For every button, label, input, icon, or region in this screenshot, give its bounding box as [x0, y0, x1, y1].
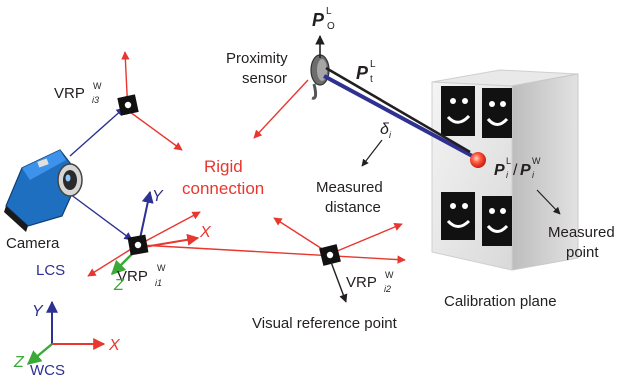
measured-point-label-2: point	[566, 244, 599, 261]
vrp-i3-marker	[117, 94, 139, 116]
svg-text:W: W	[157, 263, 166, 273]
measured-point-label-1: Measured	[548, 224, 615, 241]
measurement-beam	[323, 66, 477, 167]
wcs-axes	[26, 300, 106, 365]
vrp-i2-marker	[319, 244, 341, 266]
vrp-i2-label: VRP	[346, 274, 377, 291]
measured-point-formula: P L i / P W i	[494, 156, 541, 180]
p-o-l-label: P	[312, 10, 325, 30]
lcs-label: LCS	[36, 262, 65, 279]
marker-icon	[482, 88, 512, 138]
rigid-connection-label-1: Rigid	[204, 157, 243, 176]
svg-text:i: i	[506, 170, 509, 180]
svg-text:i: i	[532, 170, 535, 180]
wcs-label: WCS	[30, 362, 65, 379]
svg-text:P: P	[520, 162, 531, 179]
svg-text:W: W	[93, 81, 102, 91]
measured-distance-label-1: Measured	[316, 179, 383, 196]
proximity-sensor-label-1: Proximity	[226, 50, 288, 67]
svg-text:L: L	[370, 59, 376, 70]
svg-text:L: L	[326, 6, 332, 17]
svg-text:/: /	[513, 162, 518, 179]
camera-icon	[4, 149, 83, 232]
svg-text:i3: i3	[92, 95, 99, 105]
p-t-l-label: P	[356, 63, 369, 83]
measured-point-dot	[470, 152, 486, 168]
lcs-z-label: Z	[113, 277, 125, 294]
svg-text:P: P	[494, 162, 505, 179]
marker-icon	[482, 196, 512, 246]
vrp-i3-label: VRP	[54, 85, 85, 102]
camera-sight-lines	[69, 107, 133, 241]
marker-icon	[441, 86, 475, 136]
camera-label: Camera	[6, 235, 60, 252]
vrp-i1-label: VRP	[117, 268, 148, 285]
delta-label: δ	[380, 121, 390, 138]
svg-text:i: i	[389, 130, 392, 140]
vrp-i1-marker	[127, 234, 149, 256]
calibration-plane-icon	[431, 69, 579, 271]
lcs-y-label: Y	[152, 188, 164, 205]
svg-text:i1: i1	[155, 278, 162, 288]
proximity-sensor-label-2: sensor	[242, 70, 287, 87]
visual-reference-point-label: Visual reference point	[252, 315, 398, 332]
rigid-connection-label-2: connection	[182, 179, 264, 198]
wcs-y-label: Y	[32, 303, 44, 320]
svg-text:L: L	[506, 156, 511, 166]
wcs-x-label: X	[108, 337, 121, 354]
rigid-connection-lines	[87, 51, 406, 277]
svg-text:O: O	[327, 21, 335, 32]
marker-icon	[441, 192, 475, 240]
svg-text:i2: i2	[384, 284, 391, 294]
lcs-x-label: X	[199, 224, 212, 241]
svg-text:W: W	[532, 156, 541, 166]
calibration-plane-label: Calibration plane	[444, 293, 557, 310]
wcs-z-label: Z	[13, 354, 25, 371]
svg-text:W: W	[385, 270, 394, 280]
svg-text:t: t	[370, 74, 373, 85]
measured-distance-label-2: distance	[325, 199, 381, 216]
